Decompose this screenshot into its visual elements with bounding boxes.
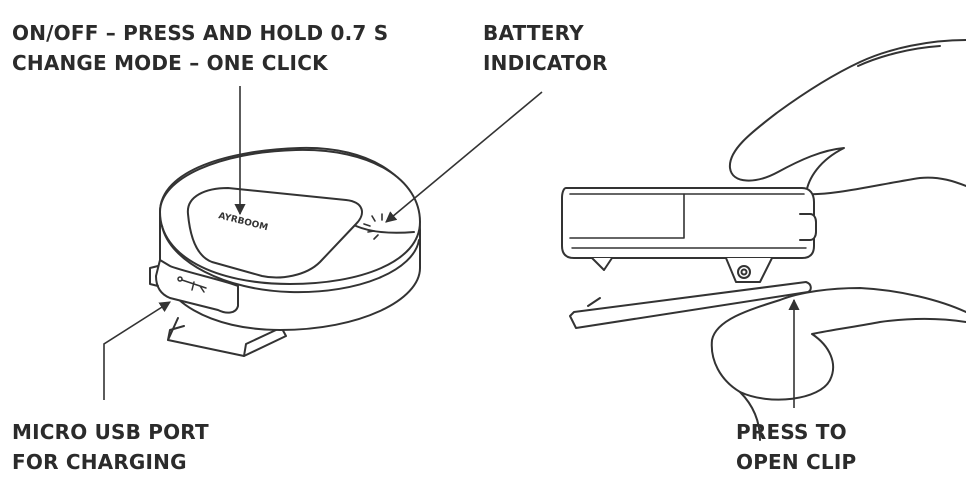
usb-callout-arrow — [103, 301, 171, 400]
upper-hand — [728, 39, 966, 196]
power-button-callout-label: ON/OFF – PRESS AND HOLD 0.7 S CHANGE MOD… — [12, 18, 388, 78]
clip-label-line1: PRESS TO — [736, 420, 847, 444]
side-button — [799, 213, 817, 241]
battery-label-line1: BATTERY — [483, 21, 584, 45]
clip-label-line2: OPEN CLIP — [736, 450, 857, 474]
usb-port-flap — [155, 259, 239, 314]
usb-symbol-icon — [181, 279, 207, 293]
round-device: AYRBOOM — [149, 146, 421, 357]
usb-label-line1: MICRO USB PORT — [12, 420, 209, 444]
callout-lines — [103, 86, 800, 408]
usb-port-callout-label: MICRO USB PORT FOR CHARGING — [12, 417, 209, 477]
power-label-line2: CHANGE MODE – ONE CLICK — [12, 51, 328, 75]
lower-hand — [710, 287, 966, 401]
power-label-line1: ON/OFF – PRESS AND HOLD 0.7 S — [12, 21, 389, 45]
power-button — [186, 187, 363, 279]
battery-label-line2: INDICATOR — [483, 51, 608, 75]
usb-label-line2: FOR CHARGING — [12, 450, 187, 474]
side-device-body — [561, 187, 815, 259]
battery-led-icon — [363, 213, 383, 240]
side-device — [561, 39, 966, 441]
clip-hinge-pin — [737, 265, 751, 279]
open-clip-callout-label: PRESS TO OPEN CLIP — [736, 417, 856, 477]
battery-callout-arrow — [385, 91, 543, 223]
battery-indicator-callout-label: BATTERY INDICATOR — [483, 18, 608, 78]
